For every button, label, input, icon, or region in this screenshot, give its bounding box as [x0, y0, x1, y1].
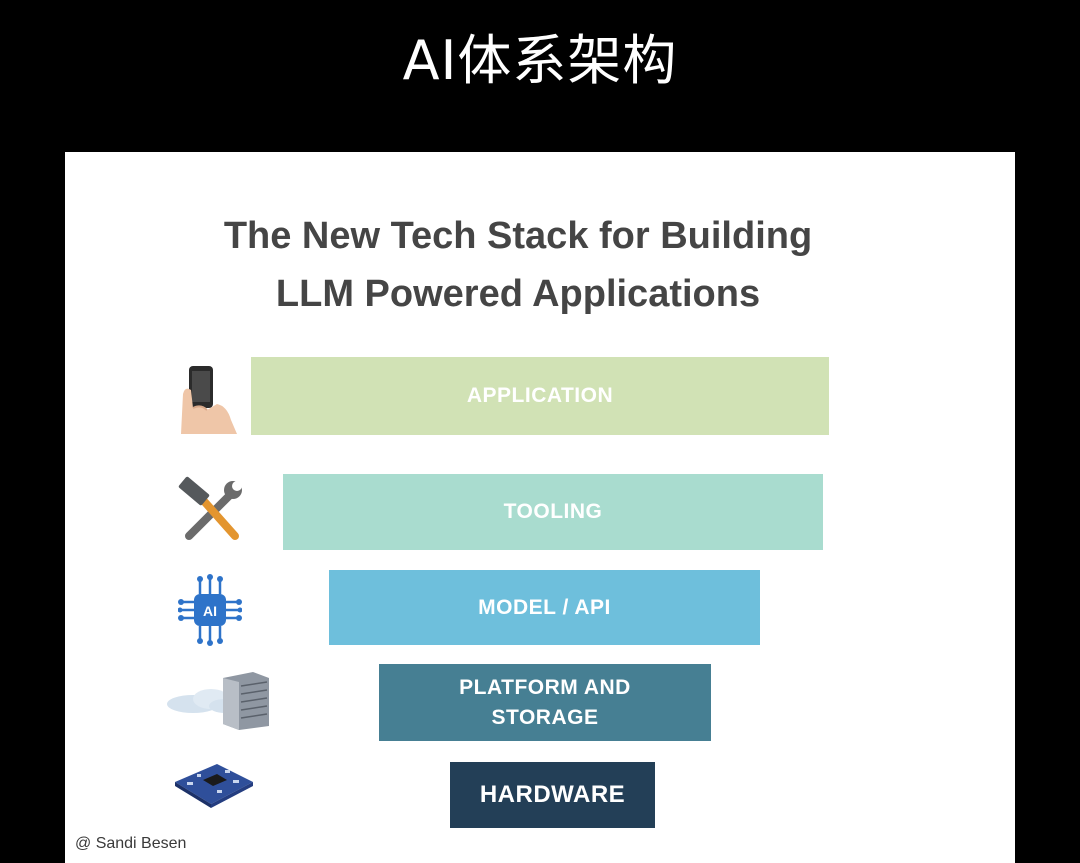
hammer-wrench-icon: [178, 476, 242, 540]
layer-application: APPLICATION: [251, 357, 829, 435]
diagram-card: The New Tech Stack for Building LLM Powe…: [65, 152, 1015, 863]
layer-hardware: HARDWARE: [450, 762, 655, 828]
ai-chip-icon: AI: [178, 574, 242, 646]
svg-text:AI: AI: [203, 603, 217, 619]
layer-application-label: APPLICATION: [466, 384, 614, 407]
layer-tooling-label: TOOLING: [503, 500, 603, 523]
layer-tooling: TOOLING: [283, 474, 823, 550]
layer-platform-label-line-1: PLATFORM AND: [459, 675, 631, 699]
diagram-title-line-2: LLM Powered Applications: [275, 273, 761, 315]
cloud-server-icon: [167, 672, 269, 730]
hand-holding-phone-icon: [181, 366, 237, 434]
layer-platform-storage: PLATFORM AND STORAGE: [379, 664, 711, 741]
screen-title: AI体系架构: [402, 29, 678, 92]
layer-model-api-label: MODEL / API: [478, 595, 611, 619]
layer-model-api: MODEL / API: [329, 570, 760, 645]
layer-hardware-label: HARDWARE: [479, 781, 626, 808]
author-credit: @ Sandi Besen: [75, 835, 187, 852]
diagram-title-line-1: The New Tech Stack for Building: [223, 215, 813, 257]
layer-platform-label-line-2: STORAGE: [491, 705, 599, 729]
circuit-board-icon: [175, 764, 253, 808]
